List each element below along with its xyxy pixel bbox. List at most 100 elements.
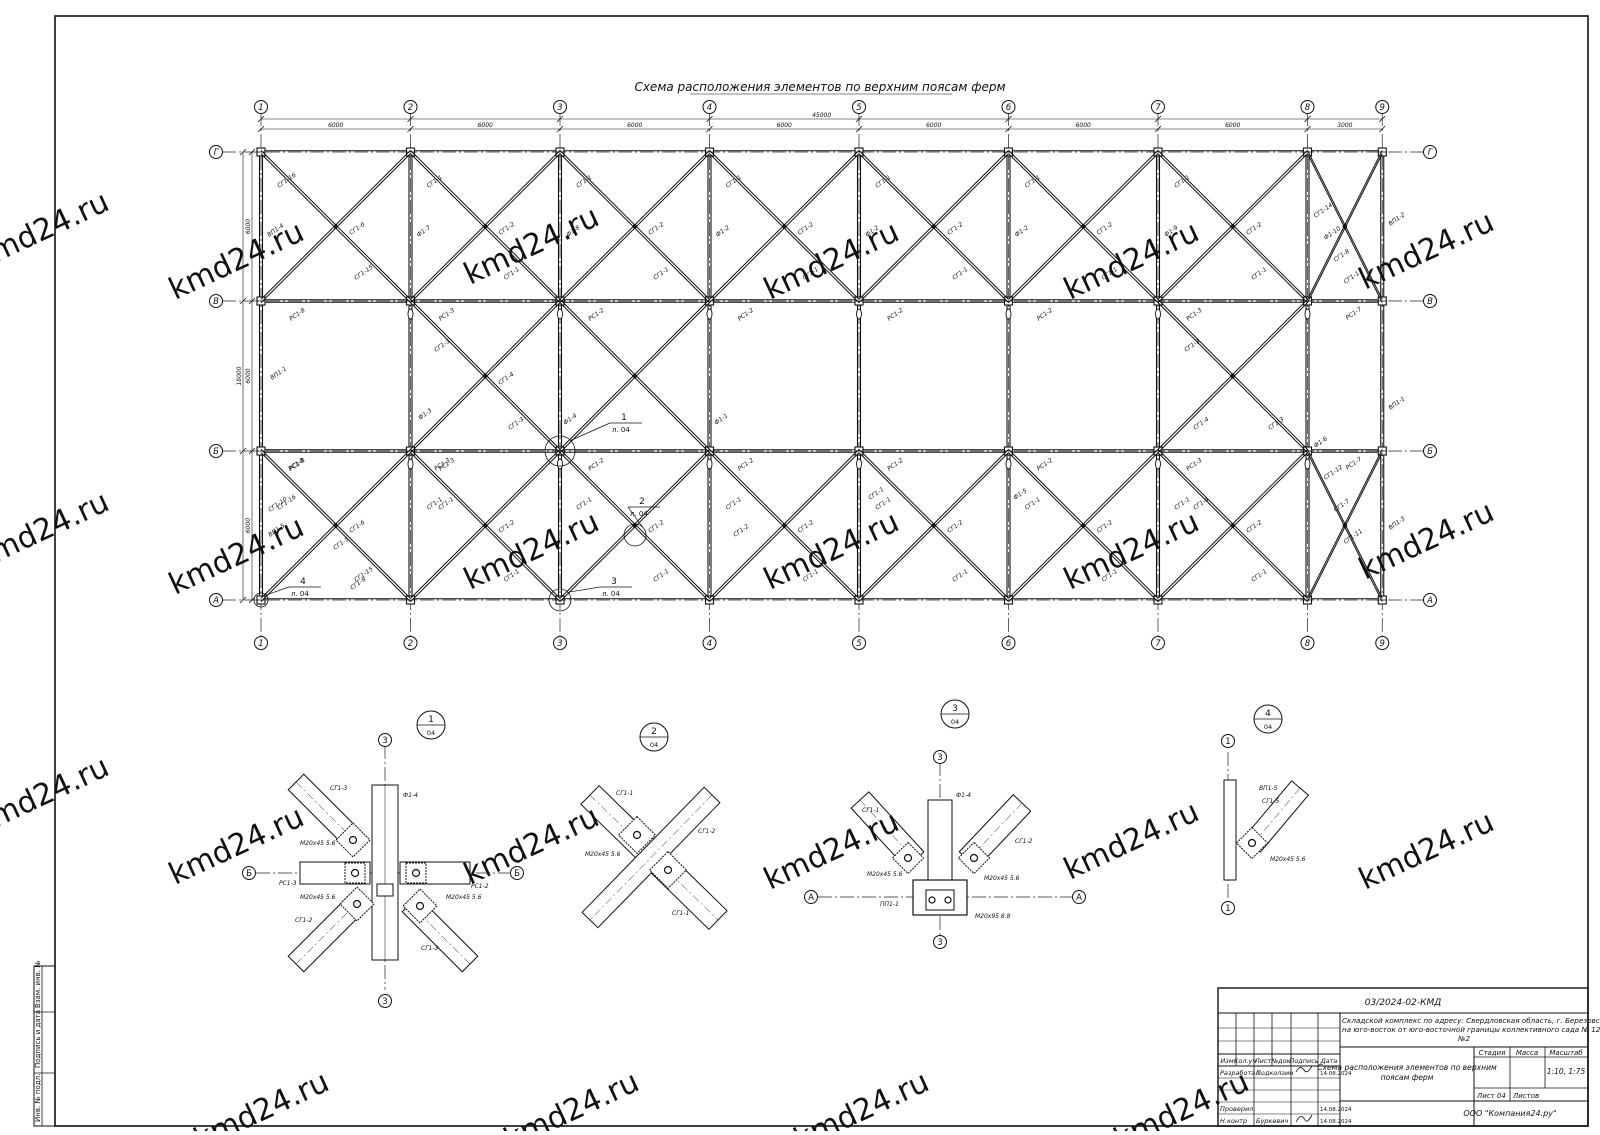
row-bubble-right-1-label: В [1427, 297, 1433, 307]
row-span-label-2: 6000 [245, 518, 252, 533]
span-dim-3: 6000 [777, 122, 792, 129]
row-bubble-left-2-label: Б [213, 447, 219, 457]
label-lower-mid-3: СГ1-2 [797, 519, 815, 535]
detail-3-axis-h-left-label: А [808, 893, 814, 903]
brace-upper-b-5-cross [1081, 224, 1086, 229]
row-span-label-1: 6000 [245, 368, 252, 383]
dim-tick [1154, 115, 1162, 123]
label-low-3: СГ1-5 [332, 536, 350, 552]
axis-bubble-bottom-6-circle [1001, 636, 1016, 650]
axis-bubble-bottom-4-circle [702, 636, 717, 650]
dim-tick [706, 115, 713, 123]
axis-bubble-top-1-circle [254, 100, 268, 114]
row-bubble-right-2-label: Б [1427, 447, 1433, 457]
detail-1-axis-v-bottom-circle [378, 994, 392, 1008]
label-end-top-0: СГ1-14 [1313, 202, 1334, 220]
label-mid-4: Ф1-3 [417, 407, 433, 421]
dim-tick [1304, 115, 1311, 123]
dim-tick [1005, 115, 1012, 123]
callout-circle-4 [253, 592, 269, 608]
label-mid-7: СГ1-3 [1183, 338, 1201, 354]
detail-4-mark-num: 4 [1265, 709, 1271, 719]
detail-4-axis-v-bottom-label: 1 [1225, 904, 1230, 914]
left-stamp-sign: Подпись и дата [34, 1010, 42, 1068]
left-stamp-replace: Взам. инв. № [34, 960, 42, 1008]
axis-bubble-top-7-label: 7 [1155, 103, 1161, 113]
axis-bubble-bottom-5-label: 5 [856, 639, 861, 649]
stamp-scale-header: Масштаб [1549, 1049, 1583, 1057]
watermark-10: kmd24.ru [1059, 504, 1205, 597]
label-end-bottom-1: СГ1-12 [1323, 464, 1344, 482]
splice-joint [1304, 458, 1311, 470]
brace-upper-b-2-cross [632, 224, 637, 229]
brace-lower-b-3-cross [782, 523, 787, 528]
detail-1-gusset-l-bolt [350, 868, 360, 878]
axis-bubble-top-1-label: 1 [258, 103, 263, 113]
detail-3-label-3: М20х45 5.6 [867, 871, 903, 878]
row-bubble-right-3-label: А [1426, 596, 1433, 606]
label-upper-mid-2: СГ1-2 [647, 221, 665, 237]
label-strut-upper-6: РС1-3 [1185, 307, 1204, 323]
detail-1-label-6: РС1-2 [471, 883, 489, 890]
detail-3-axis-h-right-circle [1072, 890, 1086, 904]
detail-2-gusset-b-bolt [663, 865, 673, 875]
callout-circle-1 [544, 435, 576, 467]
dim-tick [248, 447, 256, 455]
detail-4-axis-v-top-label: 1 [1225, 737, 1230, 747]
brace-lower-b-4-cross [931, 523, 936, 528]
label-low-7: СГ1-2 [732, 523, 750, 539]
stamp-object-1: Складской комплекс по адресу: Свердловск… [1342, 1016, 1600, 1025]
splice-joint [557, 308, 563, 320]
title-block: 03/2024-02-КМД Складской комплекс по адр… [1217, 987, 1600, 1127]
stamp-name-dev: Подколзин [1256, 1069, 1293, 1077]
detail-1-axis-h-right-label: Б [514, 869, 520, 879]
axis-bubble-top-4-label: 4 [707, 103, 712, 113]
splice-joint [407, 308, 414, 320]
row-bubble-right-1-circle [1423, 294, 1437, 308]
label-low-10: СГ1-4 [1192, 496, 1210, 512]
brace-mid-b-1-cross [483, 373, 488, 379]
label-upper-mid-3: СГ1-2 [797, 221, 815, 237]
row-total-label: 18000 [236, 366, 243, 385]
stamp-scale: 1:10, 1:75 [1547, 1067, 1586, 1076]
axis-bubble-bottom-7-label: 7 [1155, 639, 1161, 649]
splice-joint [407, 458, 414, 470]
stamp-h-izm: Изм [1220, 1057, 1233, 1065]
row-bubble-left-3-circle [209, 593, 223, 607]
detail-2-label-3: СГ1-1 [672, 910, 689, 917]
detail-3-chord [927, 799, 953, 881]
detail-3-mark-sheet: 04 [951, 718, 959, 726]
label-strut-upper-1: РС1-3 [438, 307, 457, 323]
splice-joint [856, 308, 862, 320]
row-bubble-left-0-label: Г [214, 148, 220, 158]
dim-tick [1005, 125, 1012, 133]
detail-1-axis-h-left-circle [242, 866, 256, 880]
label-upper-post-3: Ф1-2 [715, 224, 731, 238]
span-dim-4: 6000 [926, 122, 941, 129]
label-end-post-0: ВП1-2 [1387, 211, 1406, 227]
detail-4-label-2: М20х45 5.6 [1270, 856, 1306, 863]
watermark-13: kmd24.ru [164, 799, 310, 892]
brace-lower-b-1-cross [483, 523, 488, 528]
label-strut-upper-4: РС1-2 [886, 307, 905, 323]
splice-joint [706, 308, 713, 320]
stamp-h-koluch: Кол.уч [1234, 1057, 1257, 1065]
row-bubble-left-3-label: А [212, 596, 219, 606]
axis-bubble-bottom-8-circle [1300, 636, 1315, 650]
label-upper-diag1-6: СГ1-1 [1173, 174, 1191, 190]
callout-leader-4 [265, 586, 290, 596]
axis-bubble-top-5-label: 5 [856, 103, 861, 113]
label-strut-lower-4: РС1-2 [886, 457, 905, 473]
label-lower-diag1-3: СГ1-1 [725, 496, 743, 512]
dim-tick [239, 148, 247, 156]
label-end-bottom-0: Ф1-6 [1313, 435, 1329, 449]
span-dim-5: 6000 [1076, 122, 1091, 129]
watermark-9: kmd24.ru [759, 504, 905, 597]
label-lower-mid-1: СГ1-2 [498, 519, 516, 535]
row-bubble-right-3-circle [1423, 593, 1437, 607]
detail-4-mark-sheet: 04 [1264, 723, 1272, 731]
stamp-stage-header: Стадия [1479, 1049, 1506, 1057]
stamp-mass-header: Масса [1516, 1049, 1538, 1057]
label-strut-upper-3: РС1-2 [737, 307, 756, 323]
